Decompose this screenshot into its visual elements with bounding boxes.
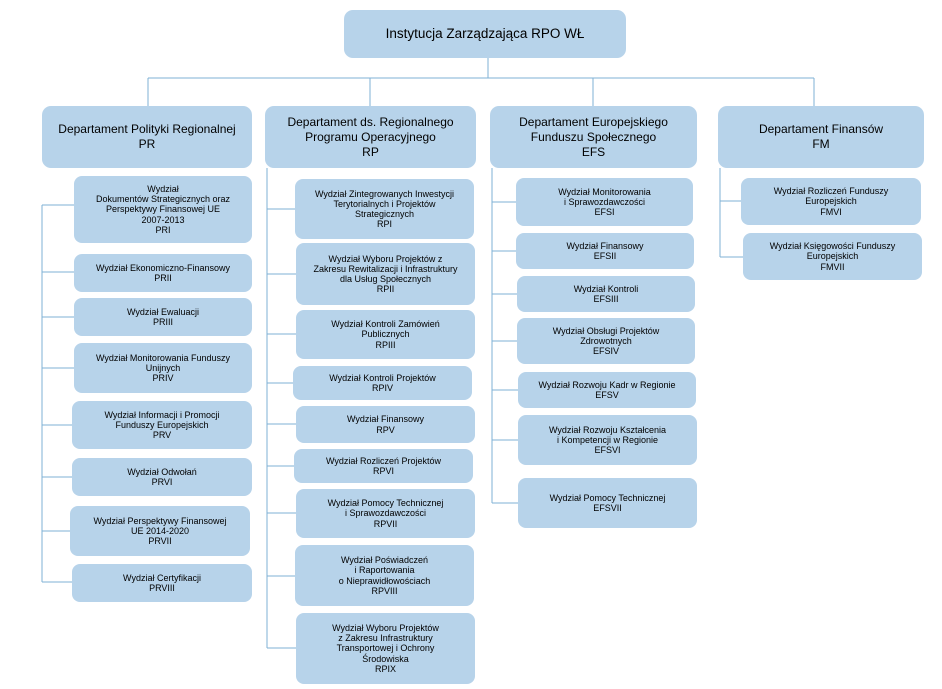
unit-box-priii: Wydział Ewaluacji PRIII — [74, 298, 252, 336]
dept-box-finansow: Departament Finansów FM — [718, 106, 924, 168]
unit-box-efsvi: Wydział Rozwoju Kształcenia i Kompetencj… — [518, 415, 697, 465]
unit-box-prii: Wydział Ekonomiczno-Finansowy PRII — [74, 254, 252, 292]
unit-box-fmvii: Wydział Księgowości Funduszy Europejskic… — [743, 233, 922, 280]
unit-box-efsv: Wydział Rozwoju Kadr w Regionie EFSV — [518, 372, 696, 408]
unit-box-prvii: Wydział Perspektywy Finansowej UE 2014-2… — [70, 506, 250, 556]
unit-box-efsiv: Wydział Obsługi Projektów Zdrowotnych EF… — [517, 318, 695, 364]
unit-box-rpviii: Wydział Poświadczeń i Raportowania o Nie… — [295, 545, 474, 606]
unit-box-rpvii: Wydział Pomocy Technicznej i Sprawozdawc… — [296, 489, 475, 538]
unit-box-pri: Wydział Dokumentów Strategicznych oraz P… — [74, 176, 252, 243]
dept-box-regionalnego-programu: Departament ds. Regionalnego Programu Op… — [265, 106, 476, 168]
unit-box-prviii: Wydział Certyfikacji PRVIII — [72, 564, 252, 602]
unit-box-rpix: Wydział Wyboru Projektów z Zakresu Infra… — [296, 613, 475, 684]
unit-box-priv: Wydział Monitorowania Funduszy Unijnych … — [74, 343, 252, 393]
unit-box-efsii: Wydział Finansowy EFSII — [516, 233, 694, 269]
unit-box-rpiii: Wydział Kontroli Zamówień Publicznych RP… — [296, 310, 475, 359]
unit-box-efsi: Wydział Monitorowania i Sprawozdawczości… — [516, 178, 693, 226]
unit-box-rpv: Wydział Finansowy RPV — [296, 406, 475, 443]
root-box-instytucja-zarzadzajaca: Instytucja Zarządzająca RPO WŁ — [344, 10, 626, 58]
unit-box-prv: Wydział Informacji i Promocji Funduszy E… — [72, 401, 252, 449]
unit-box-efsvii: Wydział Pomocy Technicznej EFSVII — [518, 478, 697, 528]
dept-box-europejskiego-funduszu: Departament Europejskiego Funduszu Społe… — [490, 106, 697, 168]
unit-box-prvi: Wydział Odwołań PRVI — [72, 458, 252, 496]
dept-box-polityki-regionalnej: Departament Polityki Regionalnej PR — [42, 106, 252, 168]
unit-box-rpiv: Wydział Kontroli Projektów RPIV — [293, 366, 472, 400]
unit-box-rpii: Wydział Wyboru Projektów z Zakresu Rewit… — [296, 243, 475, 305]
unit-box-rpvi: Wydział Rozliczeń Projektów RPVI — [294, 449, 473, 483]
unit-box-efsiii: Wydział Kontroli EFSIII — [517, 276, 695, 312]
unit-box-rpi: Wydział Zintegrowanych Inwestycji Teryto… — [295, 179, 474, 239]
unit-box-fmvi: Wydział Rozliczeń Funduszy Europejskich … — [741, 178, 921, 225]
